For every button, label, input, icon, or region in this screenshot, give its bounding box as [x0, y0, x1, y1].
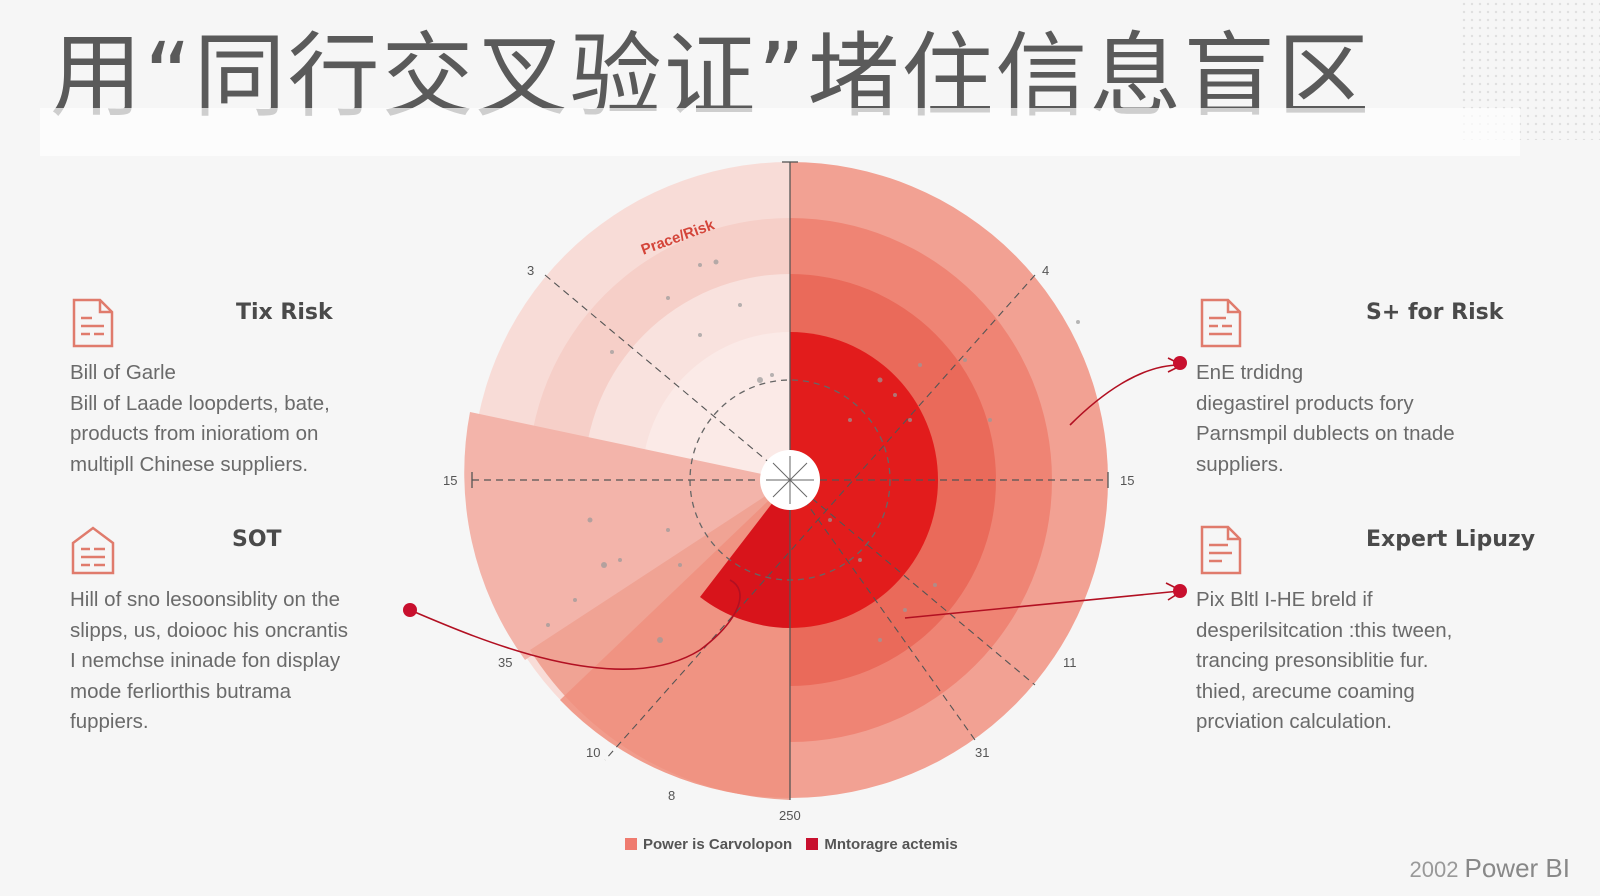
legend-label: Mntoragre actemis	[824, 836, 958, 853]
tick-label-top-left: 3	[527, 263, 534, 278]
document-icon	[1200, 298, 1242, 348]
connector-bottom-left	[409, 579, 741, 671]
center-crosshair	[766, 456, 814, 504]
block-line: Hill of sno lesoonsiblity on the	[70, 588, 341, 611]
legend-item: Power is Carvolopon	[625, 836, 792, 853]
tick-label-bottom-right: 11	[1063, 655, 1077, 670]
legend-swatch-light	[625, 838, 637, 850]
block-line: Pix Bltl I-HE breld if	[1196, 588, 1373, 611]
block-line: mode ferliorthis butrama	[70, 679, 292, 703]
left-wedge-medium	[464, 412, 790, 660]
block-line: products from inioratiom on	[70, 422, 319, 445]
scatter-specks	[546, 259, 1080, 643]
block-body: EnE trdidng diegastirel products fory Pa…	[1196, 358, 1526, 480]
block-heading: SOT	[232, 527, 282, 552]
block-line: Parnsmpil dublects on tnade	[1196, 422, 1455, 445]
legend: Power is Carvolopon Mntoragre actemis	[625, 836, 968, 853]
block-line: thied, arecume coaming	[1196, 679, 1415, 703]
block-line: slipps, us, doiooc his oncrantis	[70, 618, 349, 642]
block-line: multipll Chinese suppliers.	[70, 452, 309, 476]
bullet-dot-bottom-right	[1173, 584, 1187, 598]
block-line: fuppiers.	[70, 710, 149, 733]
tick-label-top-right: 4	[1042, 263, 1049, 278]
block-line: prcviation calculation.	[1196, 710, 1392, 733]
block-body: Pix Bltl I-HE breld if desperilsitcation…	[1196, 585, 1526, 738]
block-line: diegastirel products fory	[1196, 391, 1414, 415]
document-icon	[1200, 525, 1242, 575]
tick-label-right: 15	[1120, 473, 1134, 488]
block-line: I nemchse ininade fon display	[70, 649, 341, 672]
diagonal-axis-2	[604, 274, 1036, 761]
legend-item: Mntoragre actemis	[806, 836, 958, 853]
block-body: Bill of Garle Bill of Laade loopderts, b…	[70, 358, 400, 480]
inner-red-wedge	[700, 480, 790, 628]
diagonal-axis-3	[789, 479, 976, 741]
bullet-dot-top-right	[1173, 356, 1187, 370]
ring-4-right	[790, 332, 938, 628]
tick-labels: 3 4 15 15 35 11 10 31 8 250	[443, 263, 1134, 823]
title-underline-band	[40, 108, 1520, 156]
connector-dot-bottom-left	[403, 603, 417, 617]
block-line: trancing presonsiblitie fur.	[1196, 649, 1429, 672]
legend-label: Power is Carvolopon	[643, 836, 793, 853]
tick-label-lower-left: 10	[586, 745, 600, 760]
tick-label-left: 15	[443, 473, 457, 488]
house-document-icon	[71, 526, 115, 575]
block-heading: Tix Risk	[236, 300, 333, 325]
connector-bottom-right	[904, 590, 1181, 619]
block-line: EnE trdidng	[1196, 361, 1304, 384]
block-line: Bill of Garle	[70, 361, 176, 384]
block-line: desperilsitcation :this tween,	[1196, 618, 1453, 642]
legend-swatch-dark	[806, 838, 819, 850]
block-heading: S+ for Risk	[1366, 300, 1504, 325]
block-heading: Expert Lipuzy	[1366, 527, 1536, 552]
tick-label-bottom-axis: 250	[779, 808, 801, 823]
tick-label-lower-right: 31	[975, 745, 989, 760]
footer-year: 2002	[1409, 857, 1459, 882]
tick-label-bottom-left: 35	[498, 655, 512, 670]
block-line: suppliers.	[1196, 452, 1284, 476]
footer-brand-name: Power BI	[1464, 853, 1571, 883]
block-body: Hill of sno lesoonsiblity on the slipps,…	[70, 585, 400, 738]
diagonal-axis-1	[544, 274, 1036, 686]
connector-top-right	[1069, 364, 1181, 426]
tick-label-bottom: 8	[668, 788, 675, 803]
block-line: Bill of Laade loopderts, bate,	[70, 391, 330, 415]
document-icon	[72, 298, 114, 348]
